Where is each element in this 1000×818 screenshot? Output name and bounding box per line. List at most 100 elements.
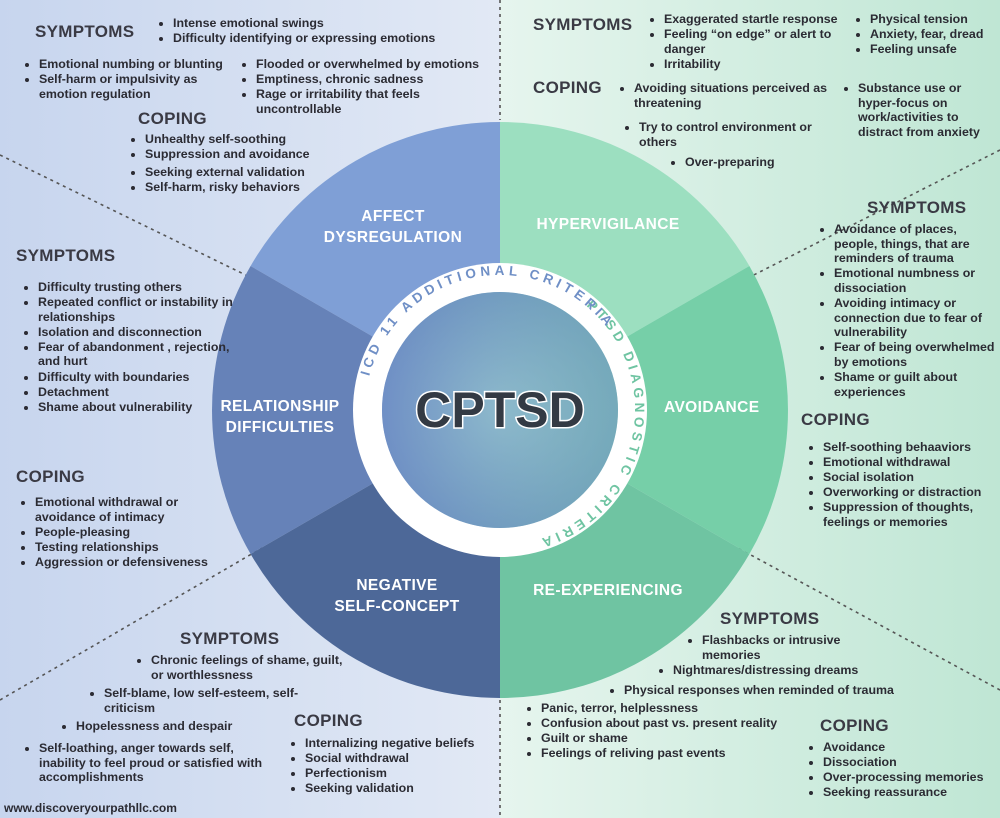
negative-coping-heading: COPING [294, 711, 363, 730]
avoidance-coping-list: Self-soothing behaaviors Emotional withd… [809, 440, 999, 530]
reexperiencing-symptoms-list-c: Physical responses when reminded of trau… [610, 683, 920, 698]
relationship-coping-list: Emotional withdrawal or avoidance of int… [21, 495, 231, 570]
affect-symptoms-heading: SYMPTOMS [35, 22, 135, 41]
list-item: Nightmares/distressing dreams [673, 663, 889, 678]
list-item: Repeated conflict or instability in rela… [38, 295, 234, 324]
hypervigilance-symptoms-list-b: Physical tensionAnxiety, fear, dreadFeel… [856, 12, 996, 57]
list-item: Perfectionism [305, 766, 501, 781]
list-item: Over-preparing [685, 155, 811, 170]
inner-ring-border [377, 287, 623, 533]
relationship-symptoms-heading: SYMPTOMS [16, 246, 116, 265]
list-item: Try to control environment or others [639, 120, 835, 149]
negative-symptoms-list-a: Chronic feelings of shame, guilt, or wor… [137, 653, 357, 683]
reexperiencing-symptoms-heading: SYMPTOMS [720, 609, 820, 628]
list-item: Seeking reassurance [823, 785, 999, 800]
list-item: People-pleasing [35, 525, 231, 540]
list-item: Difficulty with boundaries [38, 370, 234, 385]
list-item: Physical responses when reminded of trau… [624, 683, 920, 698]
affect-coping-list: Unhealthy self-soothingSuppression and a… [131, 132, 361, 195]
list-item: Over-processing memories [823, 770, 999, 785]
list-item: Emotional withdrawal or avoidance of int… [35, 495, 231, 524]
list-item: Substance use or hyper-focus on work/act… [858, 81, 994, 139]
avoidance-coping-heading: COPING [801, 410, 870, 429]
negative-coping-list: Internalizing negative beliefs Social wi… [291, 736, 501, 796]
list-item: Anxiety, fear, dread [870, 27, 996, 42]
list-item: Flashbacks or intrusive memories [702, 633, 858, 662]
avoidance-symptoms-heading: SYMPTOMS [867, 198, 967, 217]
list-item: Shame about vulnerability [38, 400, 234, 415]
list-item: Feelings of reliving past events [541, 746, 807, 761]
reexperiencing-coping-heading: COPING [820, 716, 889, 735]
list-item: Emotional numbness or dissociation [834, 266, 1000, 295]
list-item: Seeking external validation [145, 165, 361, 180]
list-item: Suppression of thoughts, feelings or mem… [823, 500, 999, 529]
reexperiencing-symptoms-list-a: Flashbacks or intrusive memories [688, 633, 858, 663]
list-item: Hopelessness and despair [76, 719, 262, 734]
list-item: Feeling “on edge” or alert to danger [664, 27, 850, 56]
list-item: Exaggerated startle response [664, 12, 850, 27]
list-item: Chronic feelings of shame, guilt, or wor… [151, 653, 357, 682]
relationship-symptoms-list: Difficulty trusting others Repeated conf… [24, 280, 234, 415]
hypervigilance-coping-list-d: Substance use or hyper-focus on work/act… [844, 81, 994, 140]
hypervigilance-coping-heading: COPING [533, 78, 602, 97]
list-item: Guilt or shame [541, 731, 807, 746]
list-item: Suppression and avoidance [145, 147, 361, 162]
list-item: Emptiness, chronic sadness [256, 72, 500, 87]
list-item: Self-blame, low self-esteem, self-critic… [104, 686, 320, 715]
affect-coping-heading: COPING [138, 109, 207, 128]
list-item: Irritability [664, 57, 850, 72]
list-item: Self-loathing, anger towards self, inabi… [39, 741, 265, 785]
hypervigilance-symptoms-list-a: Exaggerated startle responseFeeling “on … [650, 12, 850, 72]
website-link[interactable]: www.discoveryourpathllc.com [4, 801, 177, 815]
list-item: Flooded or overwhelmed by emotions [256, 57, 500, 72]
list-item: Emotional withdrawal [823, 455, 999, 470]
list-item: Physical tension [870, 12, 996, 27]
list-item: Unhealthy self-soothing [145, 132, 361, 147]
list-item: Rage or irritability that feels uncontro… [256, 87, 500, 116]
list-item: Social isolation [823, 470, 999, 485]
list-item: Avoiding intimacy or connection due to f… [834, 296, 1000, 340]
affect-symptoms-list-c: Flooded or overwhelmed by emotionsEmptin… [242, 57, 500, 117]
list-item: Internalizing negative beliefs [305, 736, 501, 751]
list-item: Feeling unsafe [870, 42, 996, 57]
segment-label-avoidance: AVOIDANCE [664, 399, 760, 416]
segment-label-hypervigilance: HYPERVIGILANCE [536, 216, 680, 233]
center-title: CPTSD [415, 382, 584, 438]
list-item: Confusion about past vs. present reality [541, 716, 807, 731]
negative-symptoms-list-d: Self-loathing, anger towards self, inabi… [25, 741, 265, 785]
list-item: Avoidance [823, 740, 999, 755]
list-item: Isolation and disconnection [38, 325, 234, 340]
list-item: Testing relationships [35, 540, 231, 555]
list-item: Panic, terror, helplessness [541, 701, 807, 716]
list-item: Self-soothing behaaviors [823, 440, 999, 455]
hypervigilance-coping-list-c: Over-preparing [671, 155, 811, 170]
list-item: Difficulty identifying or expressing emo… [173, 31, 459, 46]
hypervigilance-coping-list-b: Try to control environment or others [625, 120, 835, 150]
negative-symptoms-list-b: Self-blame, low self-esteem, self-critic… [90, 686, 320, 716]
hypervigilance-symptoms-heading: SYMPTOMS [533, 15, 633, 34]
hypervigilance-coping-list-a: Avoiding situations perceived as threate… [620, 81, 830, 111]
list-item: Aggression or defensiveness [35, 555, 231, 570]
list-item: Social withdrawal [305, 751, 501, 766]
list-item: Detachment [38, 385, 234, 400]
list-item: Dissociation [823, 755, 999, 770]
list-item: Seeking validation [305, 781, 501, 796]
avoidance-symptoms-list: Avoidance of places, people, things, tha… [820, 222, 1000, 400]
list-item: Fear of abandonment , rejection, and hur… [38, 340, 234, 369]
affect-symptoms-list-b: Emotional numbing or bluntingSelf-harm o… [25, 57, 235, 102]
negative-symptoms-heading: SYMPTOMS [180, 629, 280, 648]
reexperiencing-coping-list: Avoidance Dissociation Over-processing m… [809, 740, 999, 800]
affect-symptoms-list-a: Intense emotional swingsDifficulty ident… [159, 16, 459, 46]
list-item: Intense emotional swings [173, 16, 459, 31]
list-item: Avoiding situations perceived as threate… [634, 81, 830, 110]
segment-label-re-experiencing: RE-EXPERIENCING [533, 582, 683, 599]
reexperiencing-symptoms-list-b: Nightmares/distressing dreams [659, 663, 889, 678]
reexperiencing-symptoms-list-d: Panic, terror, helplessness Confusion ab… [527, 701, 807, 761]
list-item: Overworking or distraction [823, 485, 999, 500]
relationship-coping-heading: COPING [16, 467, 85, 486]
list-item: Shame or guilt about experiences [834, 370, 1000, 399]
list-item: Fear of being overwhelmed by emotions [834, 340, 1000, 369]
list-item: Self-harm, risky behaviors [145, 180, 361, 195]
